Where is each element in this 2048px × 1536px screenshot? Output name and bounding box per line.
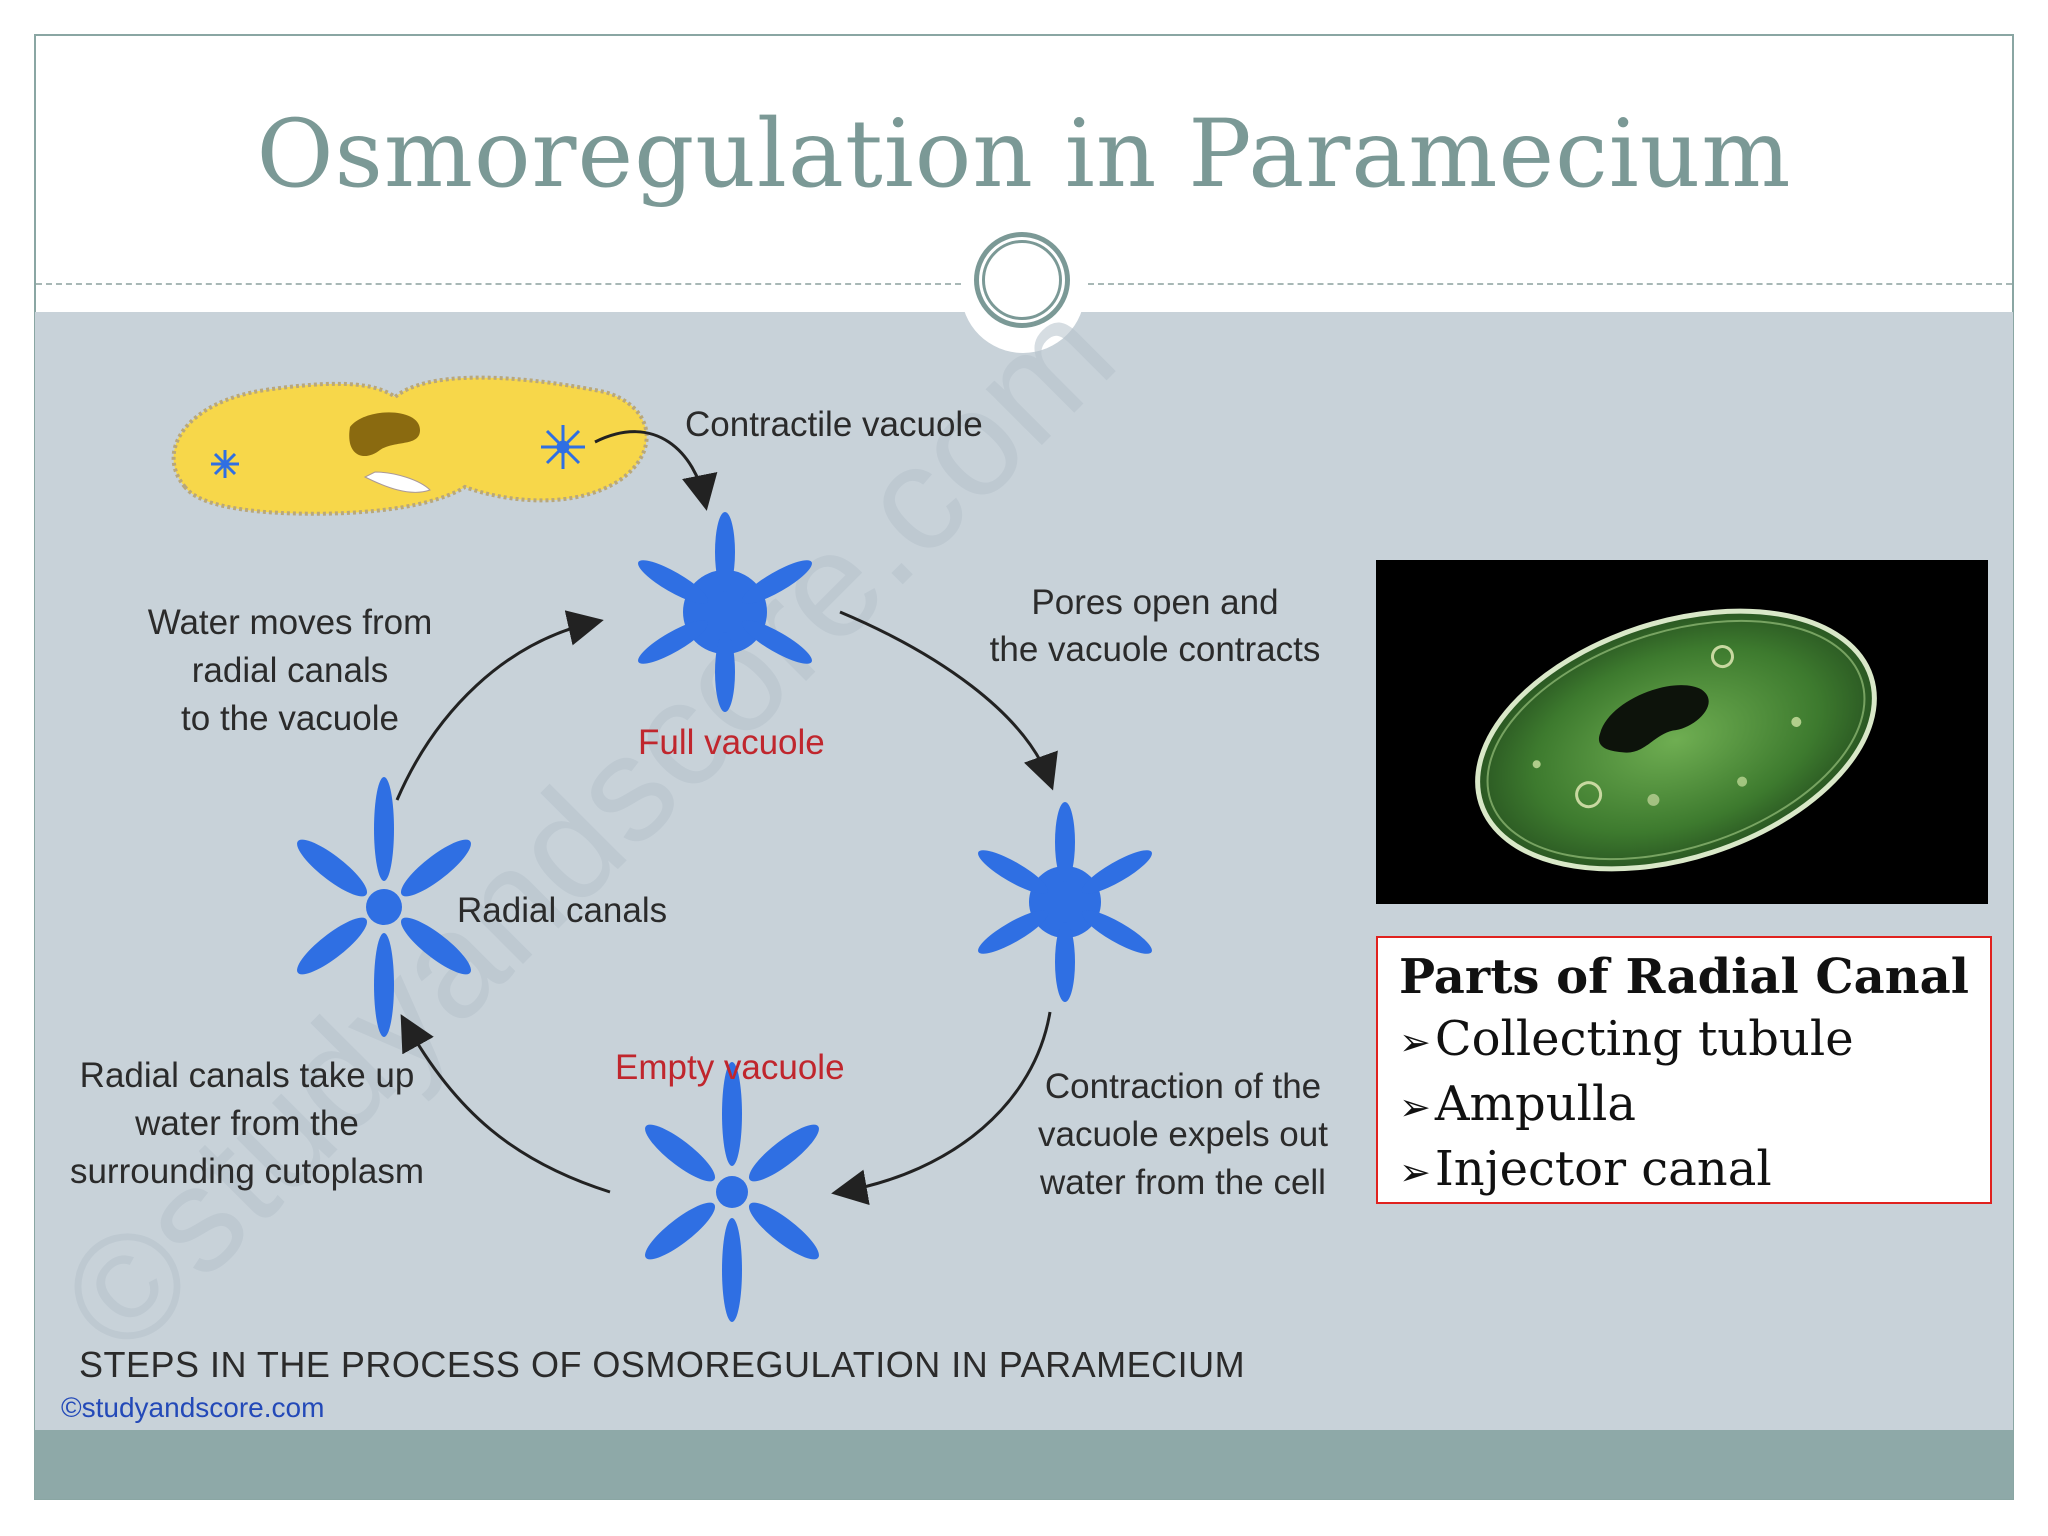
arrow-full-to-contracting <box>839 610 1058 791</box>
parts-item-ampulla: ➢Ampulla <box>1399 1073 1990 1138</box>
divider-ring-icon <box>974 232 1070 328</box>
arrow-bullet-icon: ➢ <box>1399 1020 1431 1064</box>
label-radial-take-up-3: surrounding cutoplasm <box>70 1152 424 1191</box>
label-water-moves-2: radial canals <box>192 651 389 690</box>
label-water-moves-1: Water moves from <box>148 603 433 642</box>
label-empty-vacuole: Empty vacuole <box>615 1048 845 1087</box>
paramecium-cell-icon <box>171 375 649 516</box>
diagram-credit: ©studyandscore.com <box>61 1392 324 1423</box>
label-water-moves-3: to the vacuole <box>181 699 399 738</box>
arrow-empty-to-radial <box>400 1014 611 1194</box>
arrow-contracting-to-empty <box>831 1011 1052 1206</box>
parts-item-label: Collecting tubule <box>1434 1011 1854 1067</box>
divider-ring-inner <box>982 240 1062 320</box>
osmoregulation-diagram: ©studyandscore.com <box>35 312 1328 1423</box>
arrow-radial-to-full <box>395 610 604 801</box>
radial-canals-icon <box>292 777 476 1037</box>
full-vacuole-icon <box>633 512 817 712</box>
parts-item-collecting-tubule: ➢Collecting tubule <box>1399 1008 1990 1073</box>
label-contractile-vacuole: Contractile vacuole <box>685 405 983 444</box>
diagram-caption: STEPS IN THE PROCESS OF OSMOREGULATION I… <box>79 1344 1245 1385</box>
title-divider-left <box>36 283 961 285</box>
label-contraction-3: water from the cell <box>1039 1163 1326 1202</box>
label-radial-take-up-1: Radial canals take up <box>80 1056 415 1095</box>
parts-item-label: Injector canal <box>1434 1141 1772 1197</box>
slide-title: Osmoregulation in Paramecium <box>256 100 1792 209</box>
arrow-to-full-vacuole <box>594 430 718 511</box>
parts-item-injector-canal: ➢Injector canal <box>1399 1138 1990 1203</box>
paramecium-photo <box>1376 560 1988 904</box>
label-pores-open-2: the vacuole contracts <box>990 630 1321 669</box>
contracting-vacuole-icon <box>973 802 1157 1002</box>
parts-of-radial-canal-box: Parts of Radial Canal ➢Collecting tubule… <box>1376 936 1992 1204</box>
title-divider-right <box>1088 283 2012 285</box>
empty-vacuole-icon <box>640 1062 824 1322</box>
label-radial-canals: Radial canals <box>457 891 667 930</box>
footer-band <box>35 1430 2013 1499</box>
parts-item-label: Ampulla <box>1434 1076 1636 1132</box>
paramecium-micrograph-icon <box>1475 608 1877 872</box>
label-radial-take-up-2: water from the <box>134 1104 359 1143</box>
label-contraction-1: Contraction of the <box>1045 1067 1321 1106</box>
arrow-bullet-icon: ➢ <box>1399 1150 1431 1194</box>
parts-box-title: Parts of Radial Canal <box>1399 949 1969 1005</box>
arrow-bullet-icon: ➢ <box>1399 1085 1431 1129</box>
label-full-vacuole: Full vacuole <box>638 723 825 762</box>
label-pores-open-1: Pores open and <box>1031 583 1278 622</box>
label-contraction-2: vacuole expels out <box>1038 1115 1328 1154</box>
